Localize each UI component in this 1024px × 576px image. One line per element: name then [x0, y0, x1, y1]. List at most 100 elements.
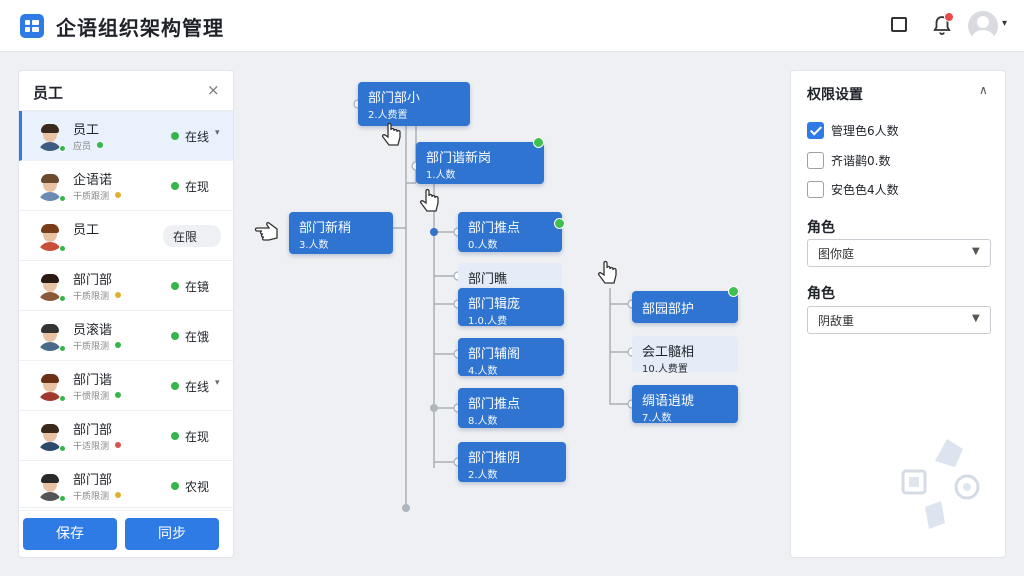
- checkbox[interactable]: [807, 152, 824, 169]
- presence-dot: [59, 445, 66, 452]
- online-dot: [171, 282, 179, 290]
- employee-name: 员滚谐: [73, 323, 113, 338]
- employee-row[interactable]: 员工应员 在线 ▾: [19, 111, 233, 161]
- presence-dot: [59, 495, 66, 502]
- online-dot: [171, 482, 179, 490]
- employee-name: 企语诺: [73, 173, 113, 188]
- employee-row[interactable]: 部门部干质限测 在镜: [19, 261, 233, 311]
- employee-name: 部门部: [73, 423, 113, 438]
- org-node[interactable]: 部门推点 0.人数: [458, 212, 562, 252]
- employee-name: 员工: [73, 123, 100, 138]
- save-button[interactable]: 保存: [23, 518, 117, 550]
- chevron-up-icon[interactable]: ∧: [979, 83, 988, 97]
- avatar: [35, 371, 65, 401]
- presence-dot: [59, 145, 66, 152]
- org-node[interactable]: 部门推阴 2.人数: [458, 442, 566, 482]
- chevron-down-icon: ▼: [972, 313, 980, 324]
- avatar: [35, 471, 65, 501]
- online-dot: [171, 382, 179, 390]
- hand-pointer-icon: [254, 221, 278, 241]
- employee-panel-footer: 保存 同步: [19, 507, 233, 557]
- status-dot: [97, 142, 103, 148]
- sync-button[interactable]: 同步: [125, 518, 219, 550]
- status-dot: [115, 492, 121, 498]
- avatar: [35, 121, 65, 151]
- status-text: 在饿: [185, 330, 210, 344]
- notification-badge: [944, 12, 954, 22]
- close-icon[interactable]: ×: [207, 81, 220, 99]
- status-text: 在现: [185, 430, 210, 444]
- status-dot: [554, 218, 565, 229]
- chevron-down-icon: ▾: [215, 378, 220, 388]
- status-text: 在镜: [185, 280, 210, 294]
- presence-dot: [59, 345, 66, 352]
- app-title: 企语组织架构管理: [56, 16, 224, 40]
- checkbox[interactable]: [807, 122, 824, 139]
- chevron-down-icon[interactable]: ▾: [1002, 18, 1008, 29]
- top-bar: 企语组织架构管理 ▾: [0, 0, 1024, 52]
- avatar: [35, 271, 65, 301]
- employee-row[interactable]: 员工在限: [19, 211, 233, 261]
- presence-dot: [59, 295, 66, 302]
- employee-subtitle: 干质限测: [73, 292, 110, 302]
- online-dot: [171, 182, 179, 190]
- org-node[interactable]: 部门辑庞 1.0.人费: [458, 288, 564, 327]
- hand-pointer-icon: [419, 188, 439, 212]
- org-node[interactable]: 部园部护: [632, 291, 738, 323]
- org-node[interactable]: 部门瞧: [458, 263, 562, 289]
- employee-name: 部门部: [73, 473, 113, 488]
- status-text: 在线: [185, 130, 210, 144]
- online-dot: [171, 432, 179, 440]
- status-dot: [115, 192, 121, 198]
- status-text: 在限: [173, 230, 198, 244]
- employee-subtitle: 干惯限测: [73, 392, 110, 402]
- chevron-down-icon: ▼: [972, 246, 980, 257]
- role-select[interactable]: 图你庭 ▼: [807, 239, 991, 267]
- org-node[interactable]: 部门推点 8.人数: [458, 388, 564, 428]
- employee-row[interactable]: 员滚谐干质限测在饿: [19, 311, 233, 361]
- status-badge[interactable]: 在限: [163, 225, 221, 247]
- app-logo-icon: [20, 14, 44, 38]
- employee-panel-title: 员工: [33, 84, 64, 102]
- employee-subtitle: 应员: [73, 142, 92, 152]
- employee-row[interactable]: 部门部干适限测 在现: [19, 411, 233, 461]
- employee-row[interactable]: 部门谐干惯限测 在线 ▾: [19, 361, 233, 411]
- status-text: 在现: [185, 180, 210, 194]
- status-dot: [115, 442, 121, 448]
- status-text: 农视: [185, 480, 210, 494]
- user-avatar[interactable]: [968, 11, 998, 41]
- checkbox[interactable]: [807, 181, 824, 198]
- employee-row[interactable]: 部门部干质限测 农视: [19, 461, 233, 511]
- employee-name: 部门部: [73, 273, 113, 288]
- employee-subtitle: 干质限测: [73, 492, 110, 502]
- role-label: 角色: [807, 220, 835, 236]
- status-dot: [115, 392, 121, 398]
- org-node-root[interactable]: 部门部小 2.人费置: [358, 82, 470, 126]
- chevron-down-icon: ▾: [215, 128, 220, 138]
- status-text: 在线: [185, 380, 210, 394]
- online-dot: [171, 132, 179, 140]
- permissions-panel-title: 权限设置: [807, 87, 863, 103]
- org-node[interactable]: 会工髓相 10.人费置: [632, 336, 738, 375]
- hand-pointer-icon: [597, 260, 617, 284]
- employee-row[interactable]: 企语诺干质跟测 在现: [19, 161, 233, 211]
- online-dot: [171, 332, 179, 340]
- org-node[interactable]: 部门新稍 3.人数: [289, 212, 393, 254]
- avatar: [35, 321, 65, 351]
- role-label: 角色: [807, 286, 835, 302]
- employee-name: 部门谐: [73, 373, 113, 388]
- employee-subtitle: 干质跟测: [73, 192, 110, 202]
- org-node[interactable]: 绸语逍琥 7.人数: [632, 385, 738, 424]
- presence-dot: [59, 195, 66, 202]
- role-select[interactable]: 阴敌重 ▼: [807, 306, 991, 334]
- status-dot: [728, 286, 739, 297]
- employee-subtitle: 干适限测: [73, 442, 110, 452]
- decorative-shapes-icon: [901, 439, 980, 529]
- org-chart: 部门部小 2.人费置 部门谐新岗 1.人数 部门新稍 3.人数 部门推点 0.人…: [240, 60, 785, 560]
- message-icon[interactable]: [888, 14, 912, 38]
- avatar: [35, 221, 65, 251]
- org-node[interactable]: 部门谐新岗 1.人数: [416, 142, 544, 184]
- status-dot: [115, 292, 121, 298]
- org-node[interactable]: 部门辅阁 4.人数: [458, 338, 564, 377]
- avatar: [35, 171, 65, 201]
